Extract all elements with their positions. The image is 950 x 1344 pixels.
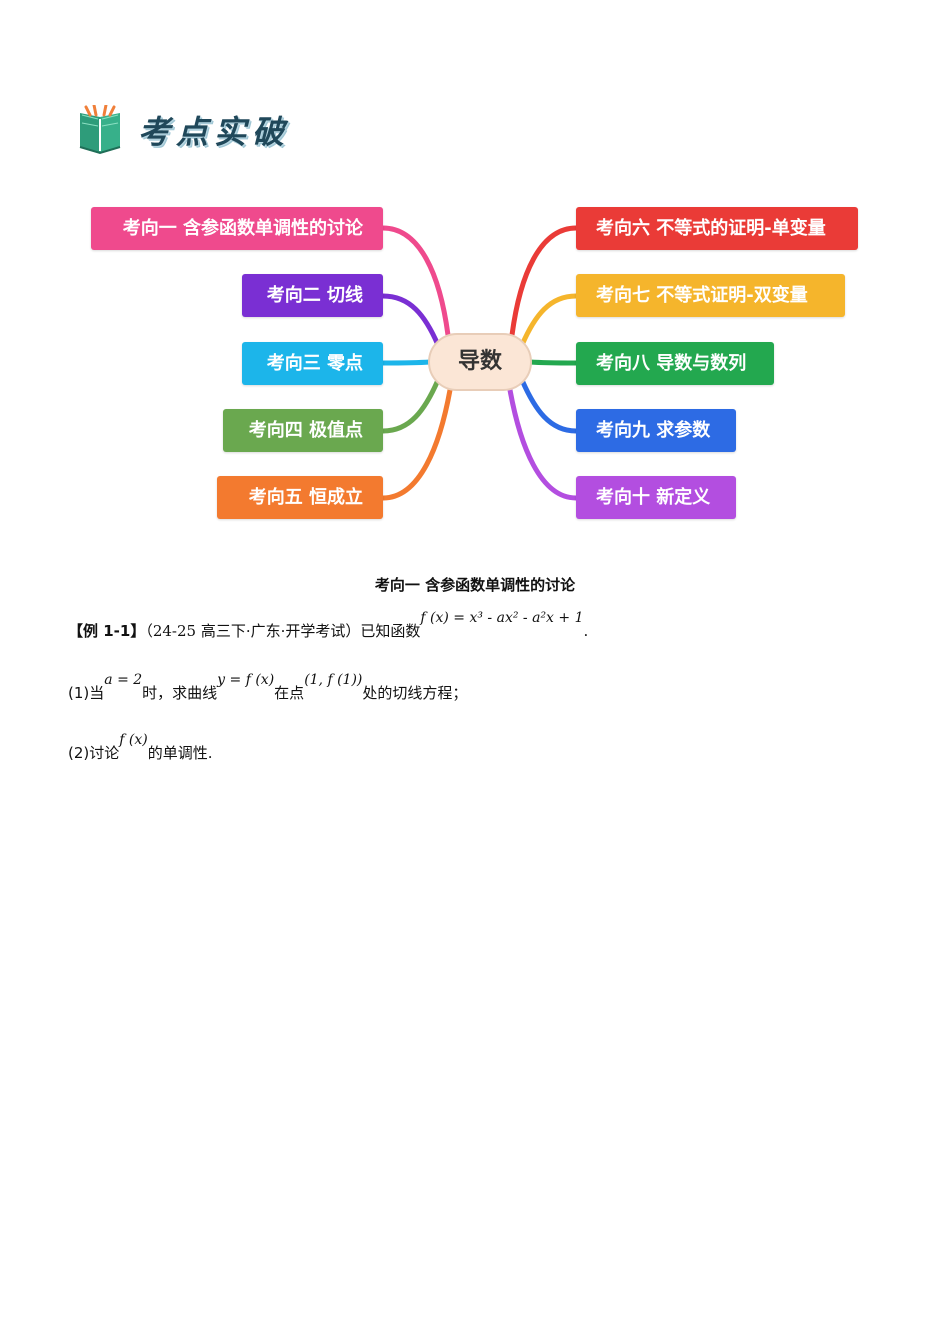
topic-node-7: 考向七 不等式证明-双变量	[576, 274, 845, 317]
mindmap-center: 导数	[428, 333, 532, 391]
topic-node-9: 考向九 求参数	[576, 409, 736, 452]
mindmap-connectors	[382, 225, 577, 501]
topic-node-2: 考向二 切线	[242, 274, 383, 317]
example-source: （24-25 高三下·广东·开学考试）已知函数	[145, 622, 421, 640]
connector-right-1	[509, 225, 577, 336]
mindmap: 考向一 含参函数单调性的讨论 考向二 切线 考向三 零点 考向四 极值点 考向五…	[0, 195, 950, 535]
connector-left-3	[382, 359, 431, 366]
connector-right-2	[519, 293, 577, 346]
topic-node-8: 考向八 导数与数列	[576, 342, 774, 385]
topic-node-6: 考向六 不等式的证明-单变量	[576, 207, 858, 250]
connector-right-3	[529, 359, 577, 366]
section-header: 考点实破	[76, 104, 290, 156]
connector-left-2	[382, 293, 441, 346]
section-heading: 考向一 含参函数单调性的讨论	[374, 576, 576, 594]
header-title: 考点实破	[138, 113, 291, 151]
part-1-text-1: 当	[89, 684, 105, 702]
connector-right-5	[507, 389, 577, 501]
part-1-number: (1)	[68, 684, 90, 702]
connector-right-4	[519, 379, 577, 434]
part-1-math-1: a = 2	[104, 672, 143, 688]
part-1-text-3: 在点	[274, 684, 305, 702]
question-part-1: (1)当a = 2时，求曲线y = f (x)在点(1, f (1))处的切线方…	[68, 672, 468, 703]
topic-node-5: 考向五 恒成立	[217, 476, 383, 519]
topic-node-10: 考向十 新定义	[576, 476, 736, 519]
question-part-2: (2)讨论f (x)的单调性.	[68, 732, 213, 763]
part-2-math-1: f (x)	[119, 732, 148, 748]
topic-node-4: 考向四 极值点	[223, 409, 383, 452]
topic-node-1: 考向一 含参函数单调性的讨论	[91, 207, 383, 250]
part-1-math-3: (1, f (1))	[304, 672, 363, 688]
connector-left-4	[382, 379, 441, 434]
example-tag: 【例 1-1】	[68, 622, 146, 640]
example-line: 【例 1-1】（24-25 高三下·广东·开学考试）已知函数f (x) = x³…	[68, 610, 589, 641]
connector-left-5	[382, 389, 453, 501]
part-1-text-4: 处的切线方程；	[362, 684, 468, 702]
connector-left-1	[382, 225, 451, 336]
part-1-text-2: 时，求曲线	[142, 684, 218, 702]
part-2-number: (2)	[68, 744, 90, 762]
example-formula: f (x) = x³ - ax² - a²x + 1	[420, 610, 584, 626]
topic-node-3: 考向三 零点	[242, 342, 383, 385]
book-icon	[79, 105, 121, 155]
example-end: .	[583, 622, 589, 640]
part-1-math-2: y = f (x)	[217, 672, 275, 688]
part-2-text-1: 讨论	[89, 744, 120, 762]
part-2-text-2: 的单调性.	[147, 744, 213, 762]
